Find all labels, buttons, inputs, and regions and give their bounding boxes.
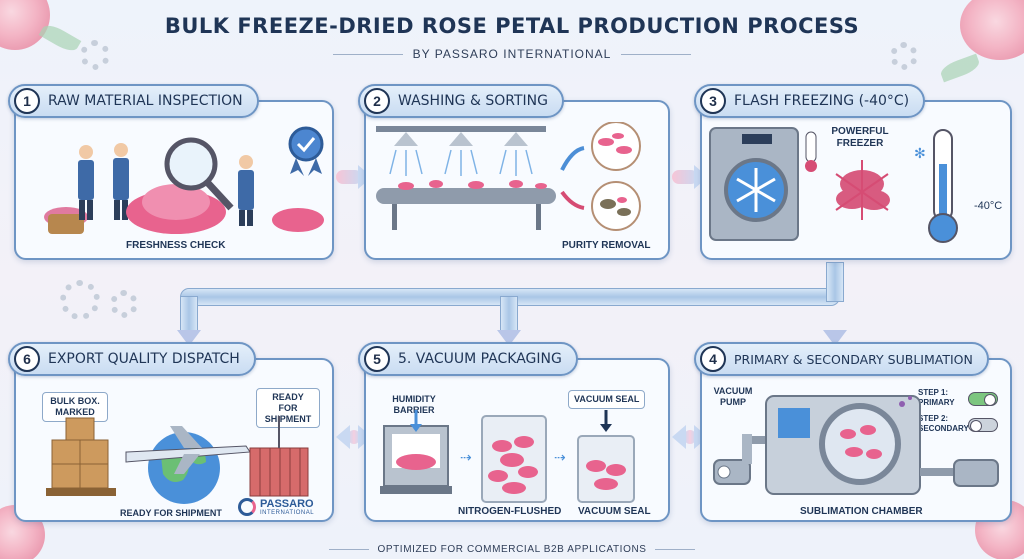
step-header: 6 EXPORT QUALITY DISPATCH	[8, 342, 256, 376]
step-callout: VACUUM SEAL	[568, 390, 646, 409]
primary-step-toggle[interactable]	[968, 392, 998, 406]
step-caption: READY FOR SHIPMENT	[120, 508, 222, 518]
step-title: PRIMARY & SECONDARY SUBLIMATION	[734, 351, 973, 367]
washing-illustration	[376, 122, 641, 231]
step-number: 2	[364, 88, 390, 114]
secondary-step-toggle[interactable]	[968, 418, 998, 432]
dispatch-illustration	[46, 416, 309, 504]
step-header: 3 FLASH FREEZING (-40°C)	[694, 84, 926, 118]
gear-icon	[60, 280, 100, 320]
step-caption: POWERFUL FREEZER	[831, 126, 889, 149]
step-panel-raw-material-inspection: 1 RAW MATERIAL INSPECTION FRESHNESS CHEC…	[8, 84, 334, 260]
svg-text:⇢: ⇢	[554, 449, 566, 465]
step-callout: READY FOR SHIPMENT	[256, 388, 320, 429]
brand-tagline: INTERNATIONAL	[260, 510, 315, 516]
step-number: 6	[14, 346, 40, 372]
process-pipe	[500, 296, 518, 332]
svg-text:✻: ✻	[914, 145, 926, 161]
step-panel-washing-sorting: 2 WASHING & SORTING PURITY REMOVAL	[358, 84, 670, 260]
gear-icon	[110, 290, 138, 318]
step-panel-flash-freezing: 3 FLASH FREEZING (-40°C) ✻ POWERFUL FREE…	[694, 84, 1012, 260]
step-header: 4 PRIMARY & SECONDARY SUBLIMATION	[694, 342, 989, 376]
step-callout: BULK BOX. MARKED	[42, 392, 108, 422]
step-caption: VACUUM SEAL	[578, 506, 651, 517]
step-caption: STEP 1: PRIMARY	[918, 388, 955, 407]
packaging-illustration: ⇢ ⇢	[380, 410, 635, 503]
page-footer: OPTIMIZED FOR COMMERCIAL B2B APPLICATION…	[0, 544, 1024, 555]
inspection-illustration	[44, 126, 324, 234]
step-title: RAW MATERIAL INSPECTION	[48, 93, 243, 109]
step-header: 1 RAW MATERIAL INSPECTION	[8, 84, 259, 118]
step-caption: STEP 2: SECONDARY	[918, 414, 969, 433]
page-subtitle: BY PASSARO INTERNATIONAL	[0, 47, 1024, 61]
step-number: 5	[364, 346, 390, 372]
step-panel-export-dispatch: 6 EXPORT QUALITY DISPATCH BULK BOX. MARK…	[8, 342, 334, 522]
step-title: WASHING & SORTING	[398, 93, 548, 109]
step-header: 5 5. VACUUM PACKAGING	[358, 342, 578, 376]
flow-arrow-right	[672, 165, 708, 189]
brand-name: PASSARO	[260, 498, 314, 510]
freezer-illustration: ✻	[709, 127, 958, 243]
flow-arrow-bidirectional	[672, 425, 708, 449]
step-title: EXPORT QUALITY DISPATCH	[48, 351, 240, 367]
step-caption: HUMIDITY BARRIER	[392, 394, 436, 415]
process-pipe	[826, 262, 844, 302]
step-caption: SUBLIMATION CHAMBER	[800, 506, 923, 517]
page-title: BULK FREEZE-DRIED ROSE PETAL PRODUCTION …	[164, 14, 860, 38]
step-panel-vacuum-packaging: 5 5. VACUUM PACKAGING HUMIDITY BARRIER V…	[358, 342, 670, 522]
process-pipe	[180, 296, 198, 332]
step-caption: -40°C	[974, 200, 1003, 212]
flow-arrow-right	[336, 165, 372, 189]
step-header: 2 WASHING & SORTING	[358, 84, 564, 118]
brand-mark-icon	[238, 498, 256, 516]
step-caption: FRESHNESS CHECK	[126, 240, 226, 251]
step-number: 3	[700, 88, 726, 114]
step-number: 4	[700, 346, 726, 372]
step-number: 1	[14, 88, 40, 114]
step-title: FLASH FREEZING (-40°C)	[734, 93, 910, 109]
step-caption: VACUUM PUMP	[713, 386, 753, 407]
flow-arrow-bidirectional	[336, 425, 372, 449]
step-panel-sublimation: 4 PRIMARY & SECONDARY SUBLIMATION VACUUM…	[694, 342, 1012, 522]
sublimation-illustration	[713, 395, 999, 495]
step-title: 5. VACUUM PACKAGING	[398, 351, 562, 367]
step-caption: NITROGEN-FLUSHED	[458, 506, 562, 517]
brand-logo: PASSARO INTERNATIONAL	[238, 498, 314, 516]
svg-text:⇢: ⇢	[460, 449, 472, 465]
step-caption: PURITY REMOVAL	[562, 240, 651, 251]
